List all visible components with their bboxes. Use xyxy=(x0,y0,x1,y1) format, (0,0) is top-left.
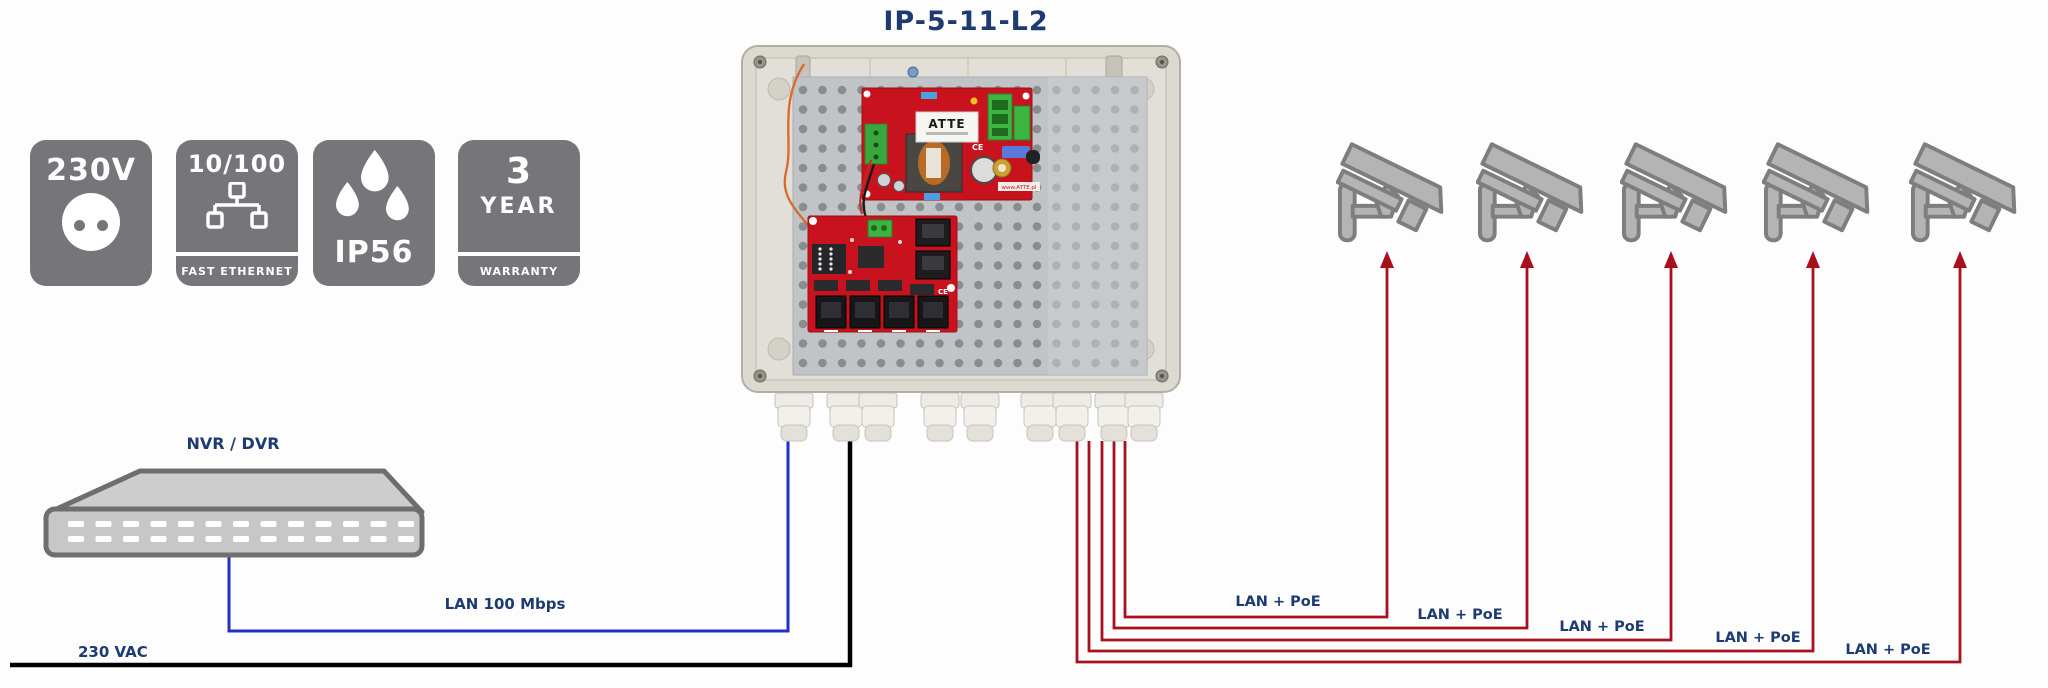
psu-brand-label: ATTE xyxy=(928,117,965,131)
dc-wire-black xyxy=(862,163,876,219)
cable-gland-icon xyxy=(774,393,814,442)
poe-arrow-1 xyxy=(1380,251,1394,268)
cable-glands xyxy=(774,393,1164,442)
switch-ce-mark: CE xyxy=(938,288,948,296)
poe-label-3: LAN + PoE xyxy=(1559,619,1645,635)
badge-fast-ethernet: 10/100 FAST ETHERNET xyxy=(176,140,298,286)
poe-arrow-5 xyxy=(1953,251,1967,268)
badge-warranty-year-word: YEAR xyxy=(480,194,558,219)
poe-line-1 xyxy=(1123,266,1389,619)
cable-gland-icon xyxy=(858,393,898,442)
dc-wire-red xyxy=(859,159,872,215)
badge-ethernet-label: 10/100 xyxy=(187,150,287,178)
poe-line-3 xyxy=(1100,266,1673,642)
badge-ethernet-footer: FAST ETHERNET xyxy=(176,252,298,286)
poe-arrow-4 xyxy=(1806,251,1820,268)
lan-line xyxy=(227,441,790,633)
water-drops-icon xyxy=(336,150,409,221)
orange-wire xyxy=(783,63,813,231)
poe-label-4: LAN + PoE xyxy=(1715,630,1801,646)
psu-board: ATTE CE www.ATTE.pl xyxy=(861,87,1040,201)
badge-warranty-years: 3 xyxy=(505,151,533,192)
badge-ip56-label: IP56 xyxy=(334,235,414,270)
poe-switch-board: CE xyxy=(807,215,958,333)
cable-gland-icon xyxy=(1052,393,1092,442)
mains-line xyxy=(10,441,853,668)
cable-gland-icon xyxy=(1124,393,1164,442)
lid-screws xyxy=(753,55,1169,383)
product-title: IP-5-11-L2 xyxy=(883,6,1049,37)
badge-warranty: 3 YEAR WARRANTY xyxy=(458,140,580,286)
mains-label: 230 VAC xyxy=(78,643,148,661)
psu-website-label: www.ATTE.pl xyxy=(1002,185,1037,191)
enclosure-photo: ATTE CE www.ATTE.pl xyxy=(741,45,1181,442)
cable-gland-icon xyxy=(920,393,960,442)
psu-ce-mark: CE xyxy=(972,143,983,152)
badge-230v: 230V xyxy=(30,140,152,286)
nvr-icon xyxy=(43,468,425,558)
poe-label-1: LAN + PoE xyxy=(1235,594,1321,610)
ethernet-tree-icon xyxy=(206,182,268,229)
badge-ip56: IP56 xyxy=(313,140,435,286)
poe-arrow-2 xyxy=(1520,251,1534,268)
poe-label-2: LAN + PoE xyxy=(1417,607,1503,623)
badge-warranty-footer: WARRANTY xyxy=(458,252,580,286)
nvr-label: NVR / DVR xyxy=(186,434,280,453)
cable-gland-icon xyxy=(960,393,1000,442)
poe-label-5: LAN + PoE xyxy=(1845,642,1931,658)
poe-arrow-3 xyxy=(1664,251,1678,268)
power-socket-icon xyxy=(62,193,120,251)
badge-230v-label: 230V xyxy=(46,153,136,188)
poe-line-2 xyxy=(1112,266,1529,630)
poe-line-5 xyxy=(1075,266,1962,664)
poe-line-4 xyxy=(1087,266,1815,653)
lan-label: LAN 100 Mbps xyxy=(444,595,566,613)
